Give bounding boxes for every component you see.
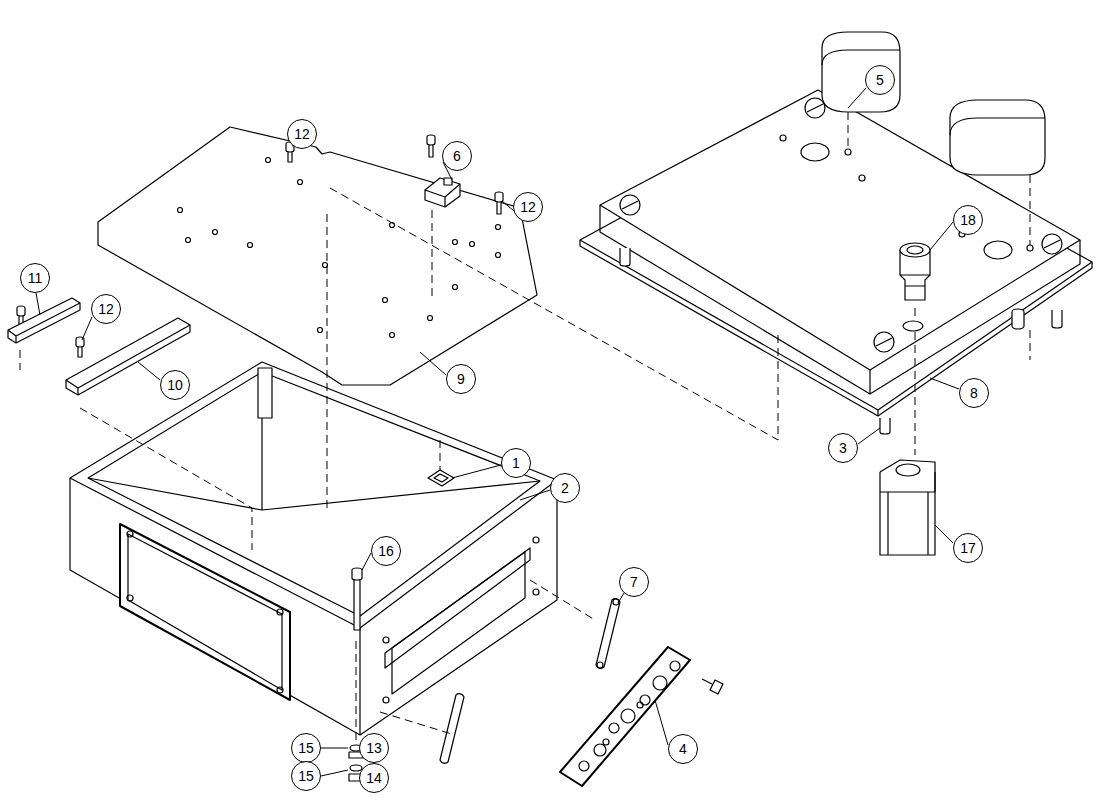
callout-number: 10 xyxy=(160,370,190,400)
callout-number: 2 xyxy=(550,473,580,503)
callout-number: 16 xyxy=(371,536,401,566)
callout-number: 14 xyxy=(359,763,389,793)
callout-number: 8 xyxy=(959,378,989,408)
callout-number: 3 xyxy=(828,433,858,463)
callout-number: 7 xyxy=(619,567,649,597)
callout-number: 13 xyxy=(359,733,389,763)
callout-number: 5 xyxy=(865,65,895,95)
callout-number: 4 xyxy=(668,734,698,764)
callout-number: 12 xyxy=(513,192,543,222)
callout-number: 11 xyxy=(20,263,50,293)
callout-number: 17 xyxy=(953,533,983,563)
callout-number: 18 xyxy=(953,205,983,235)
callout-number: 9 xyxy=(446,364,476,394)
callout-number: 15 xyxy=(291,761,321,791)
callout-number: 6 xyxy=(442,141,472,171)
callout-number: 12 xyxy=(287,119,317,149)
callout-number: 12 xyxy=(91,294,121,324)
callout-number: 15 xyxy=(291,733,321,763)
callout-number: 1 xyxy=(501,448,531,478)
